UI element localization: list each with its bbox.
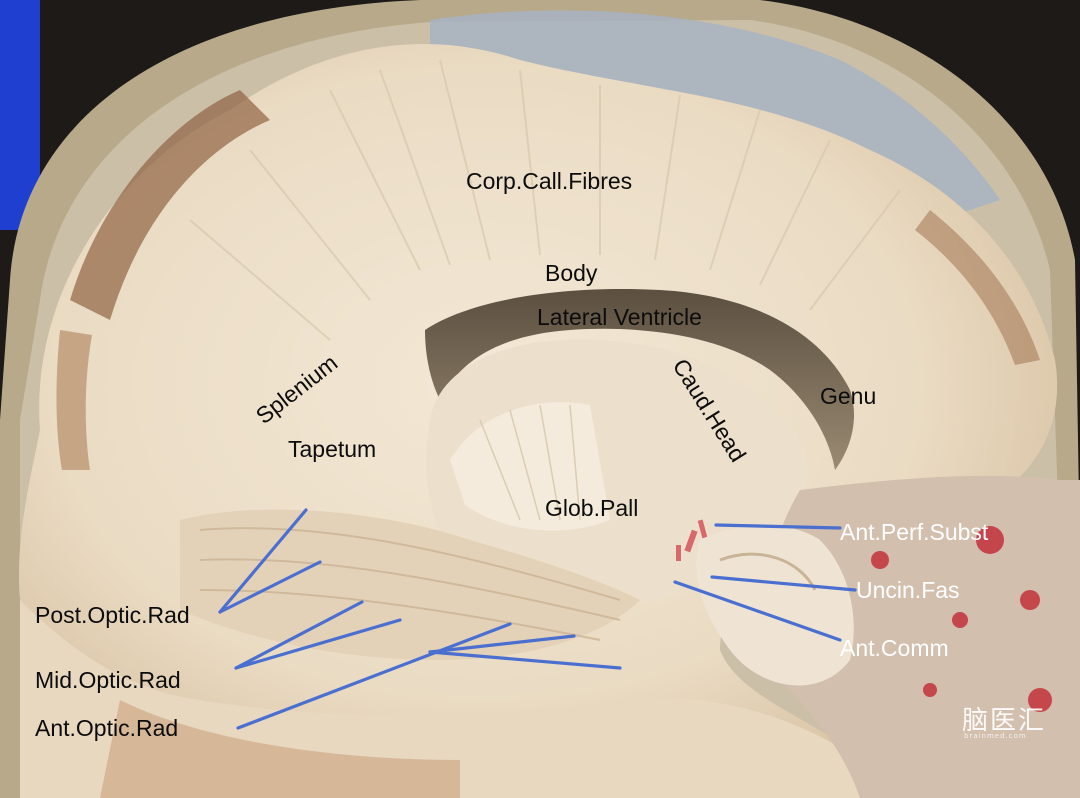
- leader-line-ant-optic-rad-1: [236, 622, 512, 730]
- label-post-optic-rad: Post.Optic.Rad: [35, 602, 190, 628]
- watermark-brand: 脑医汇: [962, 706, 1047, 736]
- label-ant-comm: Ant.Comm: [840, 635, 949, 661]
- leader-line-mid-optic-rad-1: [234, 600, 364, 670]
- label-glob-pall: Glob.Pall: [545, 495, 639, 521]
- leader-line-ant-optic-rad-3: [428, 650, 622, 670]
- label-genu: Genu: [820, 383, 877, 409]
- label-body: Body: [545, 260, 598, 286]
- leader-line-post-optic-rad-2: [218, 560, 322, 614]
- leader-line-ant-perf-subst: [714, 523, 842, 530]
- label-mid-optic-rad: Mid.Optic.Rad: [35, 667, 181, 693]
- label-uncin-fas: Uncin.Fas: [856, 577, 960, 603]
- leader-line-mid-optic-rad-2: [234, 618, 402, 670]
- label-lateral-ventricle: Lateral Ventricle: [537, 304, 702, 330]
- label-tapetum: Tapetum: [288, 436, 377, 462]
- leader-lines: [218, 508, 857, 730]
- label-ant-optic-rad: Ant.Optic.Rad: [35, 715, 179, 741]
- label-corp-call-fibres: Corp.Call.Fibres: [466, 168, 633, 194]
- leader-line-post-optic-rad-1: [218, 508, 308, 614]
- leader-line-uncin-fas: [710, 575, 857, 592]
- watermark-logo: 脑医汇 brainmed.com: [958, 698, 1068, 746]
- watermark-url: brainmed.com: [964, 732, 1027, 740]
- leader-line-ant-optic-rad-2: [428, 634, 576, 654]
- leader-line-ant-comm: [673, 580, 842, 642]
- label-ant-perf-subst: Ant.Perf.Subst: [840, 519, 989, 545]
